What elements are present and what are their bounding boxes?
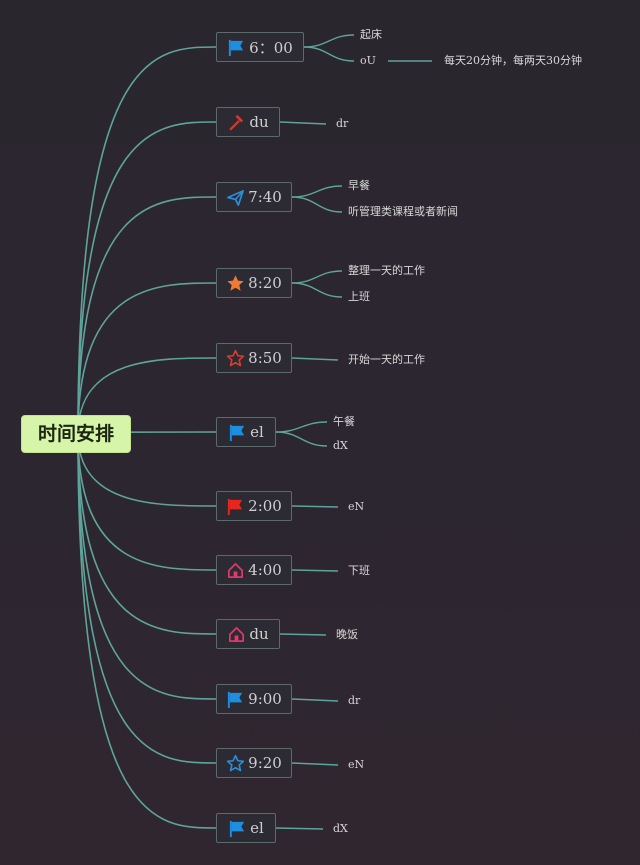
time-node[interactable]: du <box>216 107 280 137</box>
paper-plane-icon <box>226 188 245 207</box>
leaf-connector <box>291 196 343 213</box>
leaf-topic[interactable]: dr <box>336 117 349 130</box>
leaf-connector <box>291 357 339 361</box>
flag-icon <box>227 38 246 57</box>
star-outline-icon <box>226 754 245 773</box>
leaf-topic[interactable]: eN <box>348 758 365 771</box>
leaf-connector <box>291 762 339 766</box>
time-node[interactable]: 8:50 <box>216 343 292 373</box>
leaf-topic[interactable]: 听管理类课程或者新闻 <box>348 205 458 218</box>
leaf-topic[interactable]: dr <box>348 694 361 707</box>
home-icon <box>227 625 246 644</box>
time-label: 6：00 <box>249 38 293 57</box>
time-node[interactable]: 9:00 <box>216 684 292 714</box>
flag-icon <box>226 497 245 516</box>
leaf-connector <box>291 185 343 198</box>
time-node[interactable]: 8:20 <box>216 268 292 298</box>
leaf-connector <box>275 827 324 830</box>
leaf-connector <box>303 46 355 62</box>
leaf-topic[interactable]: 下班 <box>348 564 370 577</box>
time-node[interactable]: 6：00 <box>216 32 304 62</box>
leaf-connector <box>275 421 328 433</box>
leaf-topic[interactable]: 整理一天的工作 <box>348 264 425 277</box>
time-label: 9:00 <box>248 690 282 708</box>
time-node[interactable]: el <box>216 417 276 447</box>
leaf-connector <box>291 569 339 572</box>
flag-icon <box>226 690 245 709</box>
leaf-topic[interactable]: 开始一天的工作 <box>348 353 425 366</box>
leaf-topic[interactable]: 上班 <box>348 290 370 303</box>
branch-connector <box>77 282 217 435</box>
time-label: du <box>249 625 269 643</box>
branch-connector <box>77 433 217 764</box>
branch-connector <box>77 433 217 700</box>
branch-connector <box>77 196 217 435</box>
flag-icon <box>228 819 247 838</box>
branch-connector <box>77 121 217 435</box>
time-label: 2:00 <box>248 497 282 515</box>
time-node[interactable]: du <box>216 619 280 649</box>
time-node[interactable]: 2:00 <box>216 491 292 521</box>
leaf-topic[interactable]: 晚饭 <box>336 628 358 641</box>
star-filled-icon <box>226 274 245 293</box>
time-label: du <box>249 113 269 131</box>
branch-connector <box>77 433 217 829</box>
time-label: el <box>250 819 264 837</box>
leaf-topic[interactable]: 早餐 <box>348 179 370 192</box>
branch-connector <box>77 357 217 435</box>
time-label: el <box>250 423 264 441</box>
home-icon <box>226 561 245 580</box>
leaf-topic[interactable]: oU <box>360 54 376 67</box>
leaf-connector <box>291 270 343 284</box>
time-node[interactable]: 9:20 <box>216 748 292 778</box>
leaf-connector <box>291 698 339 702</box>
time-label: 8:50 <box>248 349 282 367</box>
leaf-topic[interactable]: 起床 <box>360 28 382 41</box>
branch-connector <box>77 433 217 571</box>
leaf-topic[interactable]: eN <box>348 500 365 513</box>
time-label: 4:00 <box>248 561 282 579</box>
leaf-connector <box>275 431 328 447</box>
branch-connector <box>77 433 217 507</box>
sub-leaf-topic[interactable]: 每天20分钟，每两天30分钟 <box>444 54 582 67</box>
branch-connector <box>77 433 217 635</box>
time-node[interactable]: 4:00 <box>216 555 292 585</box>
leaf-connector <box>291 282 343 298</box>
star-outline-icon <box>226 349 245 368</box>
leaf-topic[interactable]: 午餐 <box>333 415 355 428</box>
leaf-connector <box>291 505 339 508</box>
flag-icon <box>228 423 247 442</box>
time-node[interactable]: el <box>216 813 276 843</box>
leaf-topic[interactable]: dX <box>333 439 348 452</box>
leaf-connector <box>279 121 327 125</box>
leaf-connector <box>303 34 355 48</box>
time-label: 7:40 <box>248 188 282 206</box>
hammer-icon <box>227 113 246 132</box>
leaf-topic[interactable]: dX <box>333 822 348 835</box>
leaf-connector <box>279 633 327 636</box>
branch-connector <box>77 46 217 435</box>
time-node[interactable]: 7:40 <box>216 182 292 212</box>
time-label: 8:20 <box>248 274 282 292</box>
time-label: 9:20 <box>248 754 282 772</box>
root-topic[interactable]: 时间安排 <box>22 416 130 452</box>
